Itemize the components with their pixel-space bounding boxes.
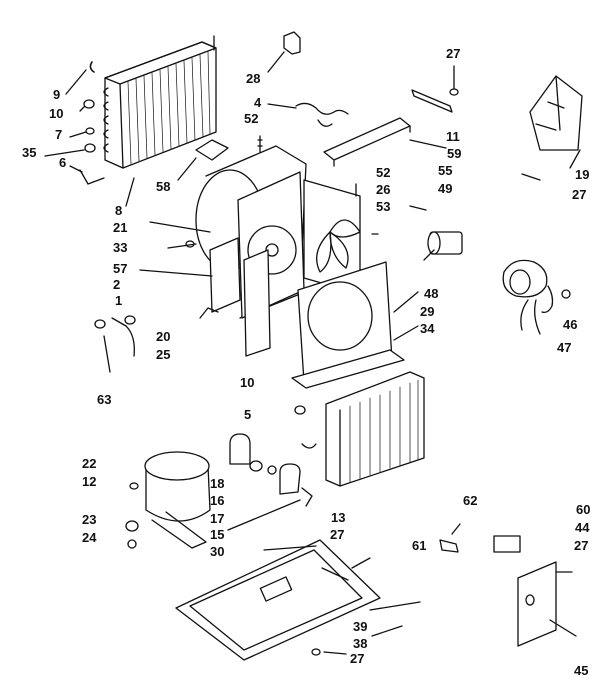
callout-55: 55 (438, 163, 453, 178)
callout-52-upper: 52 (244, 111, 259, 126)
callout-7: 7 (55, 127, 63, 142)
callout-10-lower: 10 (240, 375, 255, 390)
callout-48: 48 (424, 286, 439, 301)
callout-45: 45 (574, 663, 589, 678)
callout-21: 21 (113, 220, 128, 235)
callout-23: 23 (82, 512, 97, 527)
callout-13: 13 (331, 510, 346, 525)
fan-housing (139, 145, 307, 357)
callout-15: 15 (210, 527, 225, 542)
callout-35: 35 (22, 145, 37, 160)
callout-12: 12 (82, 474, 97, 489)
compressor (125, 451, 211, 549)
callout-27-mid: 27 (330, 527, 345, 542)
callout-19: 19 (575, 167, 590, 182)
callout-60: 60 (576, 502, 591, 517)
callout-27-top: 27 (446, 46, 461, 61)
callout-8: 8 (115, 203, 123, 218)
callout-53: 53 (376, 199, 391, 214)
callout-24: 24 (82, 530, 97, 545)
control-bracket (521, 75, 583, 181)
callout-29: 29 (420, 304, 435, 319)
callout-62: 62 (463, 493, 478, 508)
top-panel (323, 65, 459, 167)
callout-6: 6 (59, 155, 67, 170)
callout-47: 47 (557, 340, 572, 355)
callout-34: 34 (420, 321, 435, 336)
callout-27-right: 27 (572, 187, 587, 202)
callout-27-bottom: 27 (350, 651, 365, 666)
callout-33: 33 (113, 240, 128, 255)
callout-52-mid: 52 (376, 165, 391, 180)
callout-17: 17 (210, 511, 225, 526)
callout-1: 1 (115, 293, 123, 308)
callout-58: 58 (156, 179, 171, 194)
callout-25: 25 (156, 347, 171, 362)
callout-61: 61 (412, 538, 427, 553)
callout-44: 44 (575, 520, 590, 535)
callout-22: 22 (82, 456, 97, 471)
upper-brackets (257, 31, 349, 153)
callout-9: 9 (53, 87, 61, 102)
callout-10: 10 (49, 106, 64, 121)
callout-5: 5 (244, 407, 252, 422)
callout-28: 28 (246, 71, 261, 86)
callout-2: 2 (113, 277, 121, 292)
terminal-parts (227, 433, 313, 531)
callout-20: 20 (156, 329, 171, 344)
callout-39: 39 (353, 619, 368, 634)
callout-63: 63 (97, 392, 112, 407)
base-pan (175, 539, 381, 661)
callout-57: 57 (113, 261, 128, 276)
callout-4: 4 (254, 95, 262, 110)
callout-46: 46 (563, 317, 578, 332)
callout-38: 38 (353, 636, 368, 651)
coil-hardware (44, 61, 135, 207)
filter-pad (177, 139, 229, 181)
bottom-hardware (94, 307, 421, 656)
callout-16: 16 (210, 493, 225, 508)
lower-coil (294, 371, 425, 487)
callout-11: 11 (446, 129, 460, 144)
control-panel (439, 523, 577, 647)
callout-18: 18 (210, 476, 225, 491)
condenser-coil (103, 35, 217, 169)
capacitor (409, 205, 463, 261)
evaporator-frame (291, 261, 419, 389)
callout-26: 26 (376, 182, 391, 197)
callout-59: 59 (447, 146, 462, 161)
callout-30: 30 (210, 544, 225, 559)
callout-27-panel: 27 (574, 538, 589, 553)
callout-49: 49 (438, 181, 453, 196)
fan-motor (502, 259, 571, 335)
